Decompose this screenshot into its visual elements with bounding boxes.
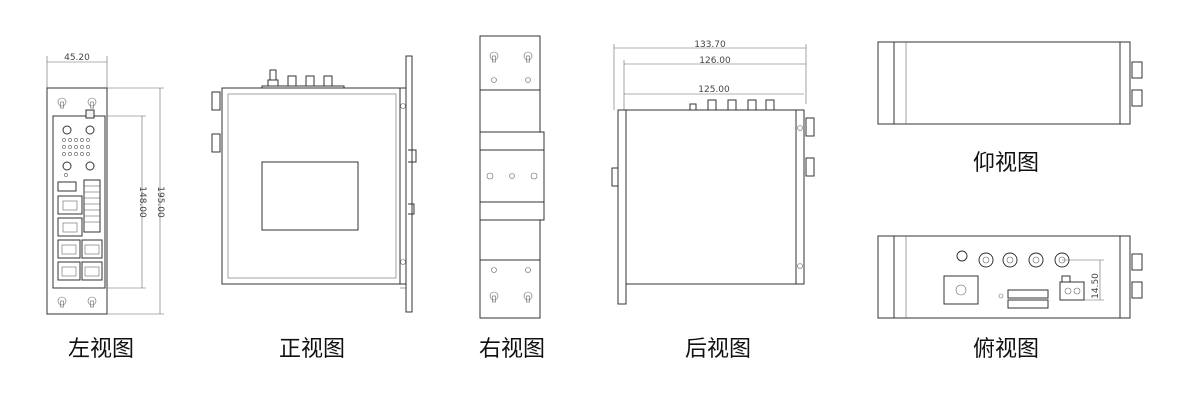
left-total-height-dim: 195.00 [155,186,165,218]
back-inner-dim: 125.00 [698,85,730,95]
top-height-dim: 14.50 [1091,273,1101,299]
back-mid-dim: 126.00 [699,56,731,66]
left-width-dim: 45.20 [64,53,90,63]
bottom-view-caption: 仰视图 [973,151,1039,176]
bottom-view: 仰视图 [877,41,1143,176]
left-device-body [52,115,106,289]
right-view-caption: 右视图 [479,337,545,362]
back-view-caption: 后视图 [685,337,751,362]
top-view: 14.50 俯视图 [877,235,1143,362]
front-view-caption: 正视图 [279,337,345,362]
top-view-caption: 俯视图 [973,337,1039,362]
left-view: 45.20 [46,53,165,362]
back-overall-dim: 133.70 [694,40,726,50]
bottom-device-body [877,41,1131,125]
left-view-caption: 左视图 [68,337,134,362]
back-view: 133.70 126.00 125.00 后视图 [611,40,815,362]
top-device-body [877,235,1131,319]
front-label-window [261,161,359,231]
right-view: 右视图 [479,35,545,362]
front-view: 正视图 [211,55,417,362]
left-inner-height-dim: 148.00 [137,186,147,218]
back-device-body [625,109,799,285]
